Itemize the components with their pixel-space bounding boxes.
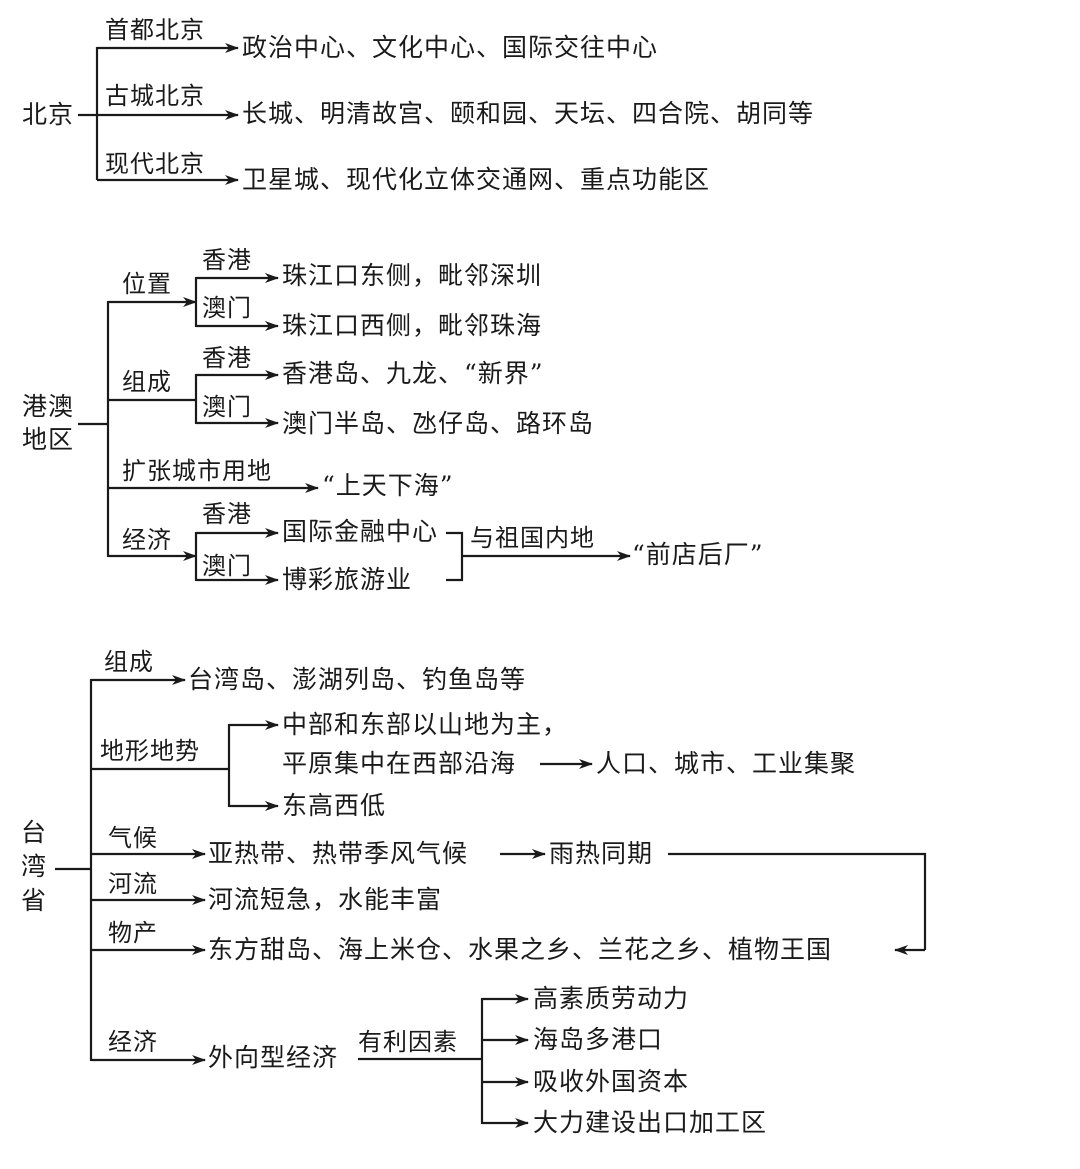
- hk-macau-tree-lines: [78, 273, 631, 585]
- location-hk-text: 珠江口东侧，毗邻深圳: [282, 261, 543, 290]
- tw-economy-factor: 吸收外国资本: [533, 1067, 690, 1096]
- economy-hk-text: 国际金融中心: [282, 517, 439, 546]
- economy-label: 经济: [122, 526, 172, 554]
- tw-economy-text: 外向型经济: [208, 1043, 339, 1072]
- beijing-branch-text: 长城、明清故宫、颐和园、天坛、四合院、胡同等: [242, 99, 815, 128]
- tw-economy-label: 经济: [108, 1028, 158, 1056]
- beijing-branch-label: 现代北京: [105, 150, 205, 178]
- land-label: 扩张城市用地: [122, 457, 272, 485]
- tw-rivers-text: 河流短急，水能丰富: [208, 885, 443, 914]
- tw-terrain-label: 地形地势: [100, 737, 200, 765]
- economy-mo-text: 博彩旅游业: [282, 565, 413, 594]
- composition-mo-label: 澳门: [202, 393, 252, 421]
- composition-hk-text: 香港岛、九龙、“新界”: [282, 359, 544, 388]
- composition-mo-text: 澳门半岛、氹仔岛、路环岛: [282, 409, 595, 438]
- composition-label: 组成: [122, 368, 172, 396]
- location-label: 位置: [122, 270, 172, 298]
- location-mo-label: 澳门: [202, 294, 252, 322]
- beijing-branch-label: 首都北京: [105, 16, 205, 44]
- beijing-branch-text: 政治中心、文化中心、国际交往中心: [242, 33, 659, 62]
- tw-economy-factors-label: 有利因素: [358, 1028, 458, 1056]
- tw-terrain-text2: 东高西低: [282, 791, 387, 820]
- tw-climate-text: 亚热带、热带季风气候: [208, 839, 469, 868]
- composition-hk-label: 香港: [202, 344, 252, 372]
- beijing-tree-lines: [78, 43, 239, 185]
- tw-economy-factor: 大力建设出口加工区: [533, 1108, 768, 1137]
- hk-macau-root-line2: 地区: [22, 425, 75, 454]
- economy-mo-label: 澳门: [202, 552, 252, 580]
- tw-climate-result: 雨热同期: [549, 839, 654, 868]
- tw-composition-text: 台湾岛、澎湖列岛、钓鱼岛等: [188, 665, 527, 694]
- economy-hk-label: 香港: [202, 500, 252, 528]
- tw-economy-factor: 海岛多港口: [533, 1025, 664, 1054]
- tw-terrain-text1-line1: 中部和东部以山地为主，: [282, 710, 569, 739]
- tw-rivers-label: 河流: [108, 870, 158, 898]
- tw-composition-label: 组成: [104, 648, 154, 676]
- economy-result: “前店后厂”: [632, 540, 764, 569]
- hk-macau-root-line1: 港澳: [22, 392, 75, 421]
- tw-climate-label: 气候: [108, 824, 158, 852]
- taiwan-root: 台湾省: [20, 818, 47, 915]
- beijing-root: 北京: [22, 100, 75, 129]
- taiwan-tree-lines: [55, 675, 927, 1128]
- location-hk-label: 香港: [202, 246, 252, 274]
- beijing-branch-label: 古城北京: [105, 82, 205, 110]
- location-mo-text: 珠江口西侧，毗邻珠海: [282, 311, 543, 340]
- beijing-branch-text: 卫星城、现代化立体交通网、重点功能区: [242, 165, 711, 194]
- tw-terrain-text1-line2: 平原集中在西部沿海: [282, 749, 517, 778]
- tw-products-label: 物产: [108, 919, 158, 947]
- economy-link-label: 与祖国内地: [470, 524, 595, 552]
- tw-products-text: 东方甜岛、海上米仓、水果之乡、兰花之乡、植物王国: [208, 935, 833, 964]
- tw-terrain-result: 人口、城市、工业集聚: [596, 749, 857, 778]
- land-text: “上天下海”: [322, 471, 454, 500]
- tw-economy-factor: 高素质劳动力: [533, 984, 690, 1013]
